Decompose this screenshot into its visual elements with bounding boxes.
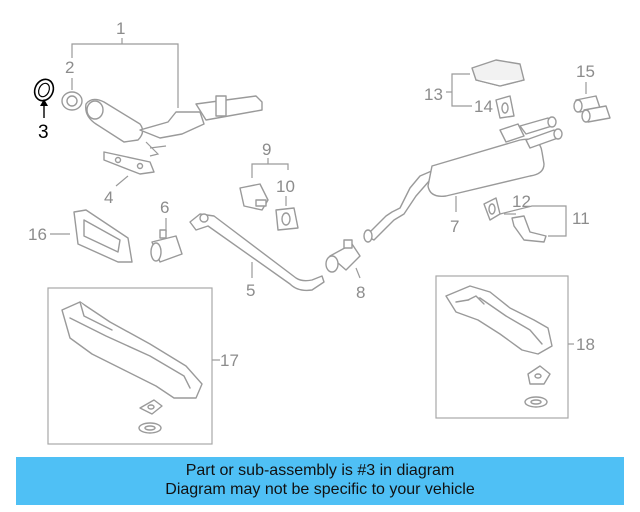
callout-5[interactable]: 5 (246, 281, 255, 300)
exhaust-parts-diagram: 3 1 2 4 16 6 (28, 19, 611, 445)
leader-9 (251, 163, 289, 178)
banner-line-2: Diagram may not be specific to your vehi… (165, 481, 475, 498)
callout-11[interactable]: 11 (572, 209, 590, 228)
callout-7[interactable]: 7 (450, 217, 459, 236)
callout-6[interactable]: 6 (160, 198, 169, 217)
part-15-exhaust-tips[interactable] (573, 95, 611, 123)
part-12-insulator[interactable] (483, 197, 501, 221)
part-16-heat-shield[interactable] (73, 209, 133, 263)
callout-17[interactable]: 17 (220, 351, 239, 370)
part-18-washer-2[interactable] (524, 396, 548, 408)
part-3-gasket[interactable] (31, 76, 57, 104)
part-10-insulator[interactable] (275, 207, 299, 231)
leader-1 (71, 43, 179, 108)
part-17-heat-shield[interactable] (61, 301, 203, 399)
leader-13 (451, 73, 472, 107)
part-13-heat-shield[interactable] (471, 59, 525, 87)
callout-14[interactable]: 14 (474, 97, 493, 116)
callout-2[interactable]: 2 (65, 58, 74, 77)
part-8-clamp[interactable] (325, 239, 361, 273)
callout-8[interactable]: 8 (356, 283, 365, 302)
callout-12[interactable]: 12 (512, 192, 531, 211)
inset-frame-17 (47, 287, 213, 445)
callout-1[interactable]: 1 (116, 19, 125, 38)
callout-13[interactable]: 13 (424, 85, 443, 104)
part-18-washer-1[interactable] (527, 365, 551, 385)
part-5-intermediate-pipe[interactable] (189, 213, 325, 292)
banner-line-1: Part or sub-assembly is #3 in diagram (185, 462, 455, 479)
leader-4 (115, 175, 129, 187)
part-1-front-pipe-assembly[interactable] (85, 95, 263, 157)
part-4-bracket[interactable] (103, 151, 155, 175)
callout-18[interactable]: 18 (576, 335, 595, 354)
info-banner: Part or sub-assembly is #3 in diagram Di… (16, 457, 624, 505)
arrow-3 (40, 99, 48, 106)
callout-15[interactable]: 15 (576, 62, 595, 81)
part-17-washer-1[interactable] (139, 399, 163, 415)
part-18-heat-shield[interactable] (445, 285, 553, 355)
leader-8 (355, 267, 361, 279)
part-6-clamp[interactable] (150, 229, 183, 263)
part-9-hanger[interactable] (239, 183, 269, 211)
part-7-muffler-assembly[interactable] (363, 116, 563, 243)
leader-12 (499, 205, 567, 237)
part-14-hanger[interactable] (495, 95, 515, 119)
callout-4[interactable]: 4 (104, 188, 113, 207)
callout-9[interactable]: 9 (262, 140, 271, 159)
inset-frame-18 (435, 275, 569, 419)
callout-16[interactable]: 16 (28, 225, 47, 244)
part-17-washer-2[interactable] (138, 422, 162, 434)
callout-3[interactable]: 3 (38, 122, 49, 143)
part-11-hanger-bracket[interactable] (511, 215, 547, 243)
part-2-flange[interactable] (61, 91, 83, 111)
callout-10[interactable]: 10 (276, 177, 295, 196)
